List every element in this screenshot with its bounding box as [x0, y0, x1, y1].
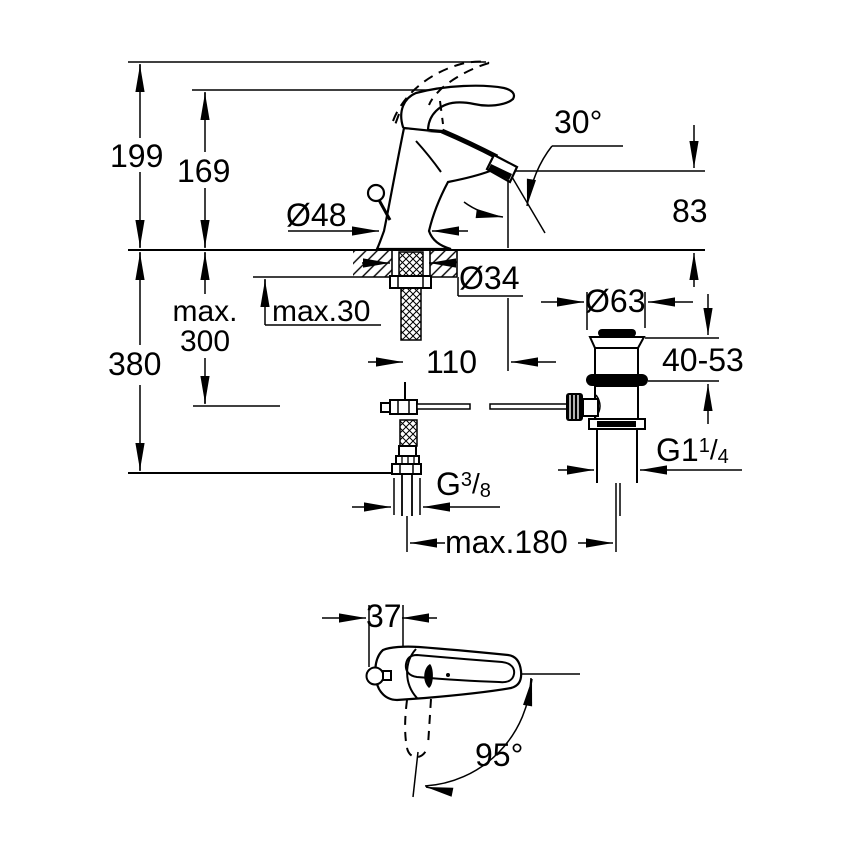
- waste-oring: [586, 374, 648, 386]
- dim-label-max300: max. 300: [158, 297, 252, 357]
- drain-assembly: [566, 329, 648, 483]
- dim-label-83: 83: [672, 193, 708, 229]
- popup-rod-horizontal-left: [416, 403, 471, 410]
- lever-handle-side: [400, 84, 516, 134]
- dim-label-max300-word: max.: [172, 295, 238, 328]
- popup-rod-knob: [366, 183, 386, 203]
- dim-label-dia34: Ø34: [459, 260, 520, 296]
- popup-rod-stem: [377, 199, 392, 221]
- shank-locknut: [389, 275, 432, 289]
- dim-label-199: 199: [110, 138, 164, 174]
- dim-label-380: 380: [108, 346, 162, 382]
- dim-label-4053: 40-53: [662, 342, 744, 378]
- popup-rod-coupling: [389, 399, 418, 415]
- lever-handle-top-inner: [404, 653, 516, 684]
- faucet-spout-ridge: [441, 128, 499, 160]
- dim-label-max180: max.180: [445, 524, 568, 560]
- waste-body: [594, 385, 639, 420]
- handle-mark: [424, 664, 433, 688]
- handle-dot: [446, 673, 450, 677]
- dim-label-max30: max.30: [272, 295, 371, 328]
- hose-nut-g38: [391, 463, 422, 475]
- shank-and-hose: [380, 251, 568, 516]
- dim-label-169: 169: [177, 153, 231, 189]
- dim-label-95deg: 95°: [475, 737, 524, 773]
- popup-rod-horizontal-right: [489, 403, 568, 410]
- flex-hose-upper: [400, 287, 422, 341]
- flex-hose-lower: [399, 419, 418, 447]
- dim-label-30deg: 30°: [554, 104, 603, 140]
- waste-lever-stem: [582, 398, 599, 417]
- dim-label-dia48: Ø48: [286, 197, 347, 233]
- dim-label-max300-value: 300: [179, 325, 231, 358]
- countertop-section-hatch: [253, 250, 458, 278]
- dimension-arrows: [135, 65, 742, 797]
- waste-flange: [588, 336, 646, 349]
- popup-knob-top: [365, 666, 385, 686]
- spout-aerator-slot: [488, 164, 512, 180]
- faucet-side-view: [366, 60, 519, 251]
- dim-label-g38: G3/8: [436, 466, 491, 502]
- dim-label-dia63: Ø63: [585, 283, 646, 319]
- dim-label-g114: G11/4: [656, 432, 729, 468]
- faucet-top-view: [365, 645, 523, 759]
- lever-handle-raised-dashed: [392, 60, 490, 126]
- faucet-body-crease: [415, 140, 442, 173]
- waste-plug-dome: [598, 329, 636, 337]
- waste-neck: [594, 347, 639, 377]
- lever-handle-swivel-dashed: [404, 698, 432, 759]
- dim-label-37: 37: [366, 598, 402, 634]
- dim-label-110: 110: [426, 344, 478, 380]
- coupling-screw: [380, 402, 391, 413]
